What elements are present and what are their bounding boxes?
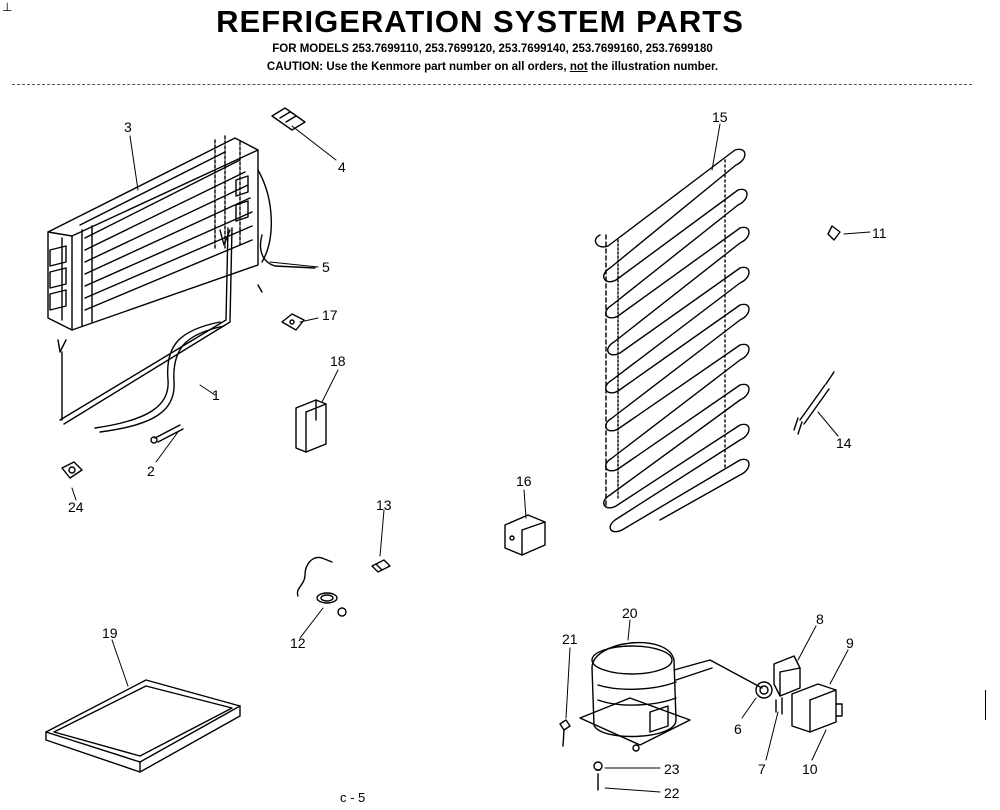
callout-21: 21 — [562, 631, 578, 647]
part-sensor — [793, 371, 835, 435]
callout-2: 2 — [147, 463, 155, 479]
callout-8: 8 — [816, 611, 824, 627]
part-mount-bracket — [504, 514, 546, 556]
part-tubing — [94, 321, 225, 433]
caution-line: CAUTION: Use the Kenmore part number on … — [0, 61, 985, 73]
part-grommet-sleeve — [593, 761, 603, 791]
part-relay — [773, 655, 801, 715]
callout-15: 15 — [712, 109, 728, 125]
part-cord — [296, 556, 347, 617]
callout-18: 18 — [330, 353, 346, 369]
callout-10: 10 — [802, 761, 818, 777]
part-capacitor — [791, 683, 843, 733]
page-number: c - 5 — [340, 790, 366, 805]
part-bolt — [559, 719, 571, 747]
caution-prefix: CAUTION: Use the Kenmore part number on … — [266, 61, 567, 73]
part-clip — [281, 313, 305, 331]
part-compressor — [579, 641, 763, 752]
callout-23: 23 — [664, 761, 680, 777]
callout-13: 13 — [376, 497, 392, 513]
callout-22: 22 — [664, 785, 680, 801]
callout-11: 11 — [872, 225, 887, 241]
callout-12: 12 — [290, 635, 306, 651]
models-line: FOR MODELS 253.7699110, 253.7699120, 253… — [272, 43, 713, 55]
part-overload — [755, 681, 773, 699]
callout-19: 19 — [102, 625, 118, 641]
page-title: REFRIGERATION SYSTEM PARTS — [216, 4, 744, 39]
part-wire-clip — [371, 559, 391, 573]
part-screw — [150, 424, 184, 444]
callout-20: 20 — [622, 605, 638, 621]
callout-17: 17 — [322, 307, 338, 323]
part-drain-pan — [45, 679, 241, 773]
part-condenser — [47, 135, 272, 425]
part-grommet — [61, 461, 83, 479]
callout-labels: 3 4 5 17 1 2 18 24 15 11 14 16 13 12 19 … — [68, 109, 887, 801]
caution-not: not — [569, 61, 588, 73]
part-plug — [827, 225, 841, 241]
callout-14: 14 — [836, 435, 852, 451]
callout-5: 5 — [322, 259, 330, 275]
callout-4: 4 — [338, 159, 346, 175]
callout-9: 9 — [846, 635, 854, 651]
edge-mark — [985, 690, 986, 720]
caution-suffix: the illustration number. — [590, 61, 719, 73]
corner-mark: ⊥ — [2, 0, 13, 14]
callout-16: 16 — [516, 473, 532, 489]
callout-6: 6 — [734, 721, 742, 737]
leader-lines — [71, 123, 871, 793]
callout-3: 3 — [124, 119, 132, 135]
part-evaporator — [594, 148, 750, 533]
callout-24: 24 — [68, 499, 84, 515]
callout-7: 7 — [758, 761, 766, 777]
part-box — [295, 399, 327, 453]
part-bracket — [271, 107, 306, 131]
callout-1: 1 — [212, 387, 220, 403]
header-divider — [12, 84, 972, 85]
part-harness — [257, 234, 316, 293]
